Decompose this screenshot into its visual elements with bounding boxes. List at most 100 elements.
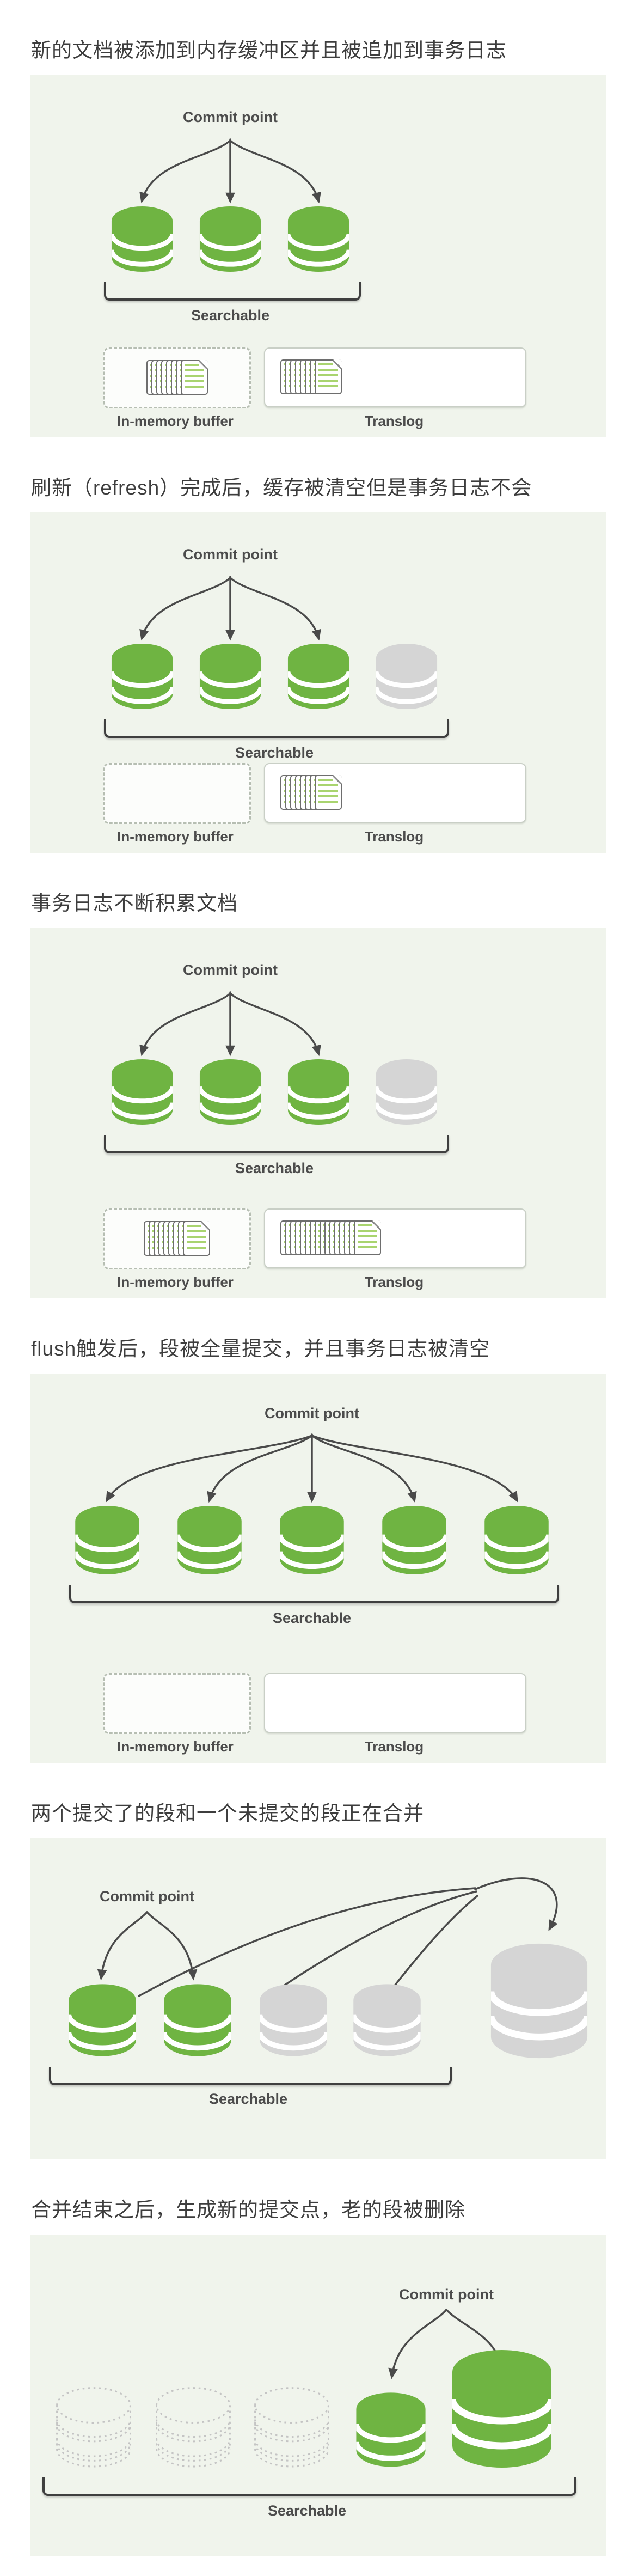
page-fold-corner (333, 359, 342, 369)
big-segment-cylinder-green (450, 2348, 554, 2470)
translog-box (264, 347, 526, 407)
arrow-path (229, 992, 321, 1057)
arrow-path (311, 1434, 518, 1503)
in-memory-buffer-box (103, 1208, 251, 1269)
cylinder-graphic (199, 1059, 261, 1125)
ghost-segment-cylinder (55, 2386, 132, 2470)
searchable-bracket (49, 2067, 452, 2085)
segment-cylinder-gray (375, 1058, 439, 1127)
segment-cylinder-green (110, 642, 174, 712)
arrow-path (229, 577, 321, 641)
document-page (315, 359, 342, 394)
arrow-path (207, 1434, 313, 1503)
document-stack (280, 359, 342, 396)
cylinder-graphic (111, 206, 173, 272)
cylinder-graphic (287, 644, 349, 709)
segment-cylinder-green (67, 1982, 138, 2059)
segment-cylinder-green (380, 1504, 448, 1577)
arrow-path (139, 139, 231, 204)
searchable-label: Searchable (208, 2091, 288, 2107)
searchable-bracket (104, 1135, 449, 1153)
searchable-label: Searchable (267, 2502, 347, 2519)
cylinder-graphic (382, 1506, 446, 1574)
section-heading: 新的文档被添加到内存缓冲区并且被追加到事务日志 (31, 39, 507, 62)
searchable-bracket (69, 1585, 559, 1603)
ghost-segment-cylinder (155, 2386, 232, 2470)
segment-cylinder-green (278, 1504, 346, 1577)
cylinder-graphic (356, 2392, 426, 2467)
in-memory-buffer-label: In-memory buffer (117, 828, 234, 845)
segment-cylinder-green (198, 642, 262, 712)
cylinder-graphic (199, 644, 261, 709)
page-fold-corner (333, 774, 342, 784)
arrow-path (146, 1911, 198, 1981)
segment-cylinder-green (198, 1058, 262, 1127)
translog-box (264, 1208, 526, 1268)
searchable-bracket (104, 282, 361, 301)
in-memory-buffer-box (103, 1673, 251, 1734)
translog-label: Translog (364, 413, 424, 429)
cylinder-graphic (260, 1984, 327, 2056)
cylinder-graphic (164, 1984, 231, 2056)
searchable-label: Searchable (235, 1160, 314, 1176)
cylinder-graphic (69, 1984, 136, 2056)
searchable-bracket (42, 2477, 576, 2496)
document-stack (146, 359, 208, 396)
segment-cylinder-green (110, 205, 174, 274)
arrow-path (311, 1434, 417, 1503)
segment-cylinder-gray (375, 642, 439, 712)
document-page (354, 1220, 381, 1255)
commit-point-label: Commit point (183, 109, 278, 125)
searchable-label: Searchable (235, 744, 314, 761)
searchable-label: Searchable (272, 1610, 352, 1626)
section-heading: 事务日志不断积累文档 (31, 892, 238, 914)
in-memory-buffer-box (103, 763, 251, 824)
cylinder-graphic (56, 2387, 131, 2468)
in-memory-buffer-box (103, 347, 251, 408)
section-heading: flush触发后，段被全量提交，并且事务日志被清空 (31, 1338, 490, 1360)
translog-box (264, 763, 526, 823)
page-fold-corner (198, 359, 208, 369)
page-fold-corner (372, 1220, 381, 1230)
ghost-segment-cylinder (253, 2386, 330, 2470)
arrow-path (97, 1911, 148, 1981)
arrow-path (388, 2309, 447, 2379)
in-memory-buffer-label: In-memory buffer (117, 1274, 234, 1290)
searchable-label: Searchable (191, 307, 270, 323)
section-heading: 两个提交了的段和一个未提交的段正在合并 (31, 1802, 424, 1824)
arrow-path (106, 1434, 313, 1503)
arrow-path (474, 1877, 558, 1931)
translog-box (264, 1673, 526, 1733)
big-segment-cylinder-gray (489, 1942, 590, 2060)
segment-cylinder-green (198, 205, 262, 274)
cylinder-graphic (484, 1506, 549, 1574)
commit-point-label: Commit point (399, 2286, 494, 2303)
document-page (180, 359, 208, 395)
cylinder-graphic (199, 206, 261, 272)
in-memory-buffer-label: In-memory buffer (117, 413, 234, 429)
segment-cylinder-green (110, 1058, 174, 1127)
commit-point-label: Commit point (183, 962, 278, 978)
in-memory-buffer-label: In-memory buffer (117, 1738, 234, 1755)
arrow-path (139, 992, 231, 1057)
cylinder-graphic (75, 1506, 139, 1574)
cylinder-graphic (490, 1943, 588, 2059)
cylinder-graphic (280, 1506, 344, 1574)
segment-cylinder-gray (352, 1982, 422, 2059)
segment-cylinder-green (286, 642, 351, 712)
cylinder-graphic (177, 1506, 242, 1574)
segment-cylinder-green (176, 1504, 243, 1577)
segment-cylinder-green (483, 1504, 550, 1577)
arrow-path (229, 139, 321, 204)
commit-point-label: Commit point (183, 546, 278, 563)
